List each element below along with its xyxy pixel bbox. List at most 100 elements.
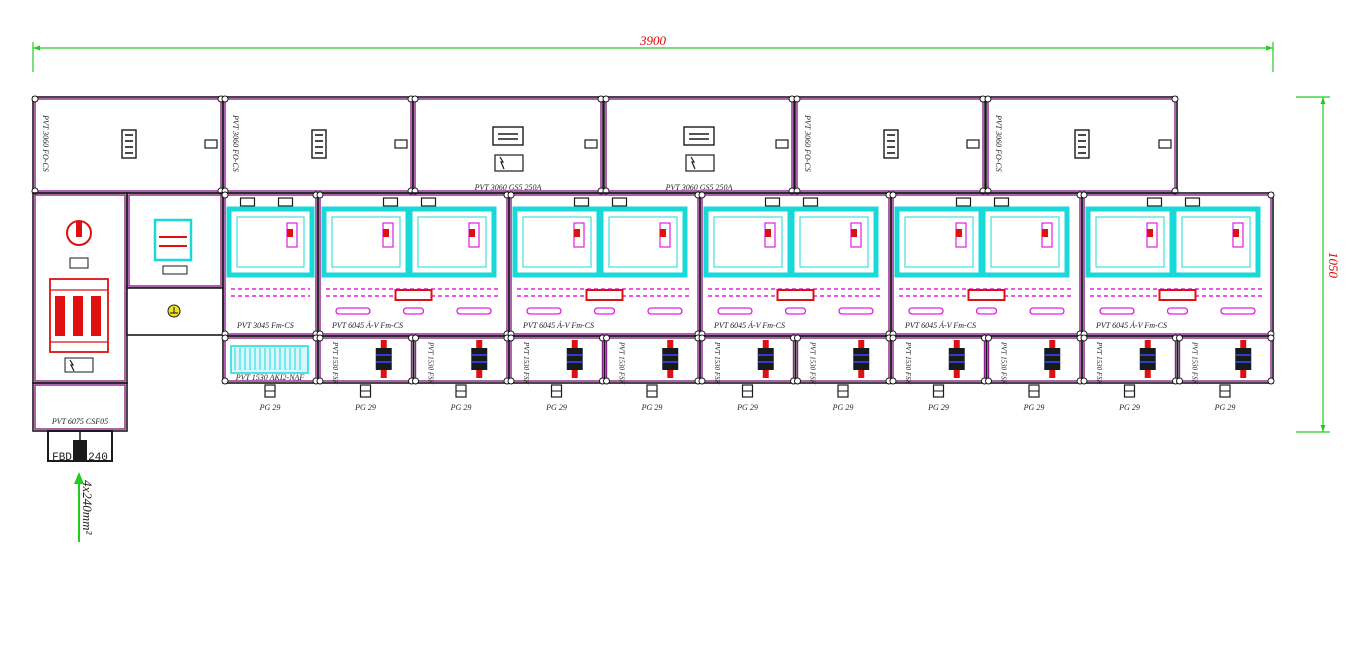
fuse-holder-icon xyxy=(1044,340,1061,378)
fuse-box-label: PVT 1530 FSK xyxy=(331,341,339,385)
fuse-holder-icon xyxy=(1235,340,1252,378)
breaker-mounting-frame xyxy=(789,206,879,278)
breaker-mounting-frame xyxy=(894,206,984,278)
cable-gland-label: PG 29 xyxy=(545,403,567,412)
cable-gland-label: PG 29 xyxy=(1023,403,1045,412)
fuse-box-enclosure: PVT 1530 FSK xyxy=(1080,334,1179,385)
fuse-box-label: PVT 1530 FSK xyxy=(904,341,912,385)
breaker-mounting-frame xyxy=(703,206,793,278)
cable-gland-label: PG 29 xyxy=(832,403,854,412)
middle-row-enclosures: PVT 3045 Fm-CS PVT 6045 Á-V Fm-CS PVT 6045… xyxy=(221,191,1275,338)
top-enclosure-label: PVT 3060 FO-CS xyxy=(231,114,240,172)
breaker-mounting-frame xyxy=(1171,206,1261,278)
cable-gland-label: PG 29 xyxy=(450,403,472,412)
fuse-box-enclosure: PVT 1530 FSK xyxy=(889,334,988,385)
cable-gland: PG 29 xyxy=(927,384,949,412)
high-voltage-warning-icon xyxy=(494,154,524,172)
breaker-mounting-frame xyxy=(1085,206,1175,278)
distribution-enclosure: PVT 6045 Á-V Fm-CS xyxy=(698,191,893,338)
fuse-box-label: PVT 1530 FSK xyxy=(713,341,721,385)
cable-glands: PG 29 PG 29 PG 29 PG 29 PG 29 PG 29 PG 29 PG 29… xyxy=(259,384,1236,412)
cable-gland-label: PG 29 xyxy=(354,403,376,412)
cable-gland-label: PG 29 xyxy=(1118,403,1140,412)
top-enclosure-label: PVT 3060 FO-CS xyxy=(41,114,50,172)
top-enclosure: PVT 3060 FO-CS xyxy=(31,95,225,195)
breaker-mounting-frame xyxy=(407,206,497,278)
incoming-cable-arrow: 4x240mm² xyxy=(74,472,95,542)
fuse-box-label: PVT 1530 FSK xyxy=(1095,341,1103,385)
fuse-holder-icon xyxy=(566,340,583,378)
incomer-label: PVT 6075 CSF05 xyxy=(51,417,108,426)
cable-gland: PG 29 xyxy=(259,384,281,412)
top-enclosure-label: PVT 3060 GS5 250A xyxy=(474,183,542,192)
fuse-holder-icon xyxy=(375,340,392,378)
fuse-box-label: PVT 1530 FSK xyxy=(427,341,435,385)
distribution-enclosure: PVT 6045 Á-V Fm-CS xyxy=(507,191,702,338)
cable-terminal: FBD 240 xyxy=(47,430,113,464)
fuse-box-label: PVT 1530 FSK xyxy=(1191,341,1199,385)
distribution-enclosure-label: PVT 6045 Á-V Fm-CS xyxy=(713,320,785,330)
terminal-enclosure-label: PVT 1530 AKI2-NAF xyxy=(235,373,305,382)
switch-disconnector-icon xyxy=(49,278,109,353)
cable-gland-label: PG 29 xyxy=(259,403,281,412)
cable-gland-label: PG 29 xyxy=(1214,403,1236,412)
bottom-row-enclosures: PVT 1530 AKI2-NAF PVT 1530 FSK PVT 1530 FS… xyxy=(221,334,1275,385)
fuse-box-enclosure: PVT 1530 FSK xyxy=(412,334,511,385)
cable-gland: PG 29 xyxy=(354,384,376,412)
fuse-box-enclosure: PVT 1530 FSK xyxy=(603,334,702,385)
fuse-box-enclosure: PVT 1530 FSK xyxy=(794,334,893,385)
top-enclosure: PVT 3060 GS5 250A xyxy=(602,95,796,195)
control-panel-icon xyxy=(883,129,899,159)
height-dimension-label: 1050 xyxy=(1326,252,1341,279)
earth-terminal-icon xyxy=(167,304,181,318)
fuse-box-enclosure: PVT 1530 FSK xyxy=(507,334,606,385)
cable-gland-label: PG 29 xyxy=(736,403,758,412)
cable-gland: PG 29 xyxy=(450,384,472,412)
cable-gland: PG 29 xyxy=(545,384,567,412)
incomer-column: PVT 6075 CSF05 FBD 240 4x240mm² xyxy=(32,192,128,542)
fuse-holder-icon xyxy=(471,340,488,378)
fuse-holder-icon xyxy=(662,340,679,378)
top-enclosure: PVT 3060 GS5 250A xyxy=(411,95,605,195)
auxiliary-column xyxy=(126,192,224,336)
breaker-mounting-frame xyxy=(980,206,1070,278)
breaker-mounting-frame xyxy=(512,206,602,278)
fuse-box-label: PVT 1530 FSK xyxy=(1000,341,1008,385)
fuse-box-label: PVT 1530 FSK xyxy=(809,341,817,385)
rotary-switch-icon xyxy=(66,220,92,246)
terminal-left-label: FBD xyxy=(52,452,72,464)
breaker-mounting-frame xyxy=(226,206,315,278)
distribution-enclosure-label: PVT 6045 Á-V Fm-CS xyxy=(1095,320,1167,330)
cable-gland: PG 29 xyxy=(1118,384,1140,412)
top-enclosure: PVT 3060 FO-CS xyxy=(793,95,987,195)
control-panel-icon xyxy=(1074,129,1090,159)
cable-gland: PG 29 xyxy=(736,384,758,412)
distribution-enclosure: PVT 3045 Fm-CS xyxy=(221,191,320,338)
top-enclosure: PVT 3060 FO-CS xyxy=(984,95,1179,195)
fuse-holder-icon xyxy=(853,340,870,378)
distribution-enclosure-label: PVT 6045 Á-V Fm-CS xyxy=(904,320,976,330)
breaker-mounting-frame xyxy=(321,206,411,278)
fuse-holder-icon xyxy=(757,340,774,378)
distribution-enclosure: PVT 6045 Á-V Fm-CS xyxy=(1080,191,1275,338)
fuse-box-label: PVT 1530 FSK xyxy=(522,341,530,385)
fuse-box-enclosure: PVT 1530 FSK xyxy=(316,334,415,385)
fuse-box-enclosure: PVT 1530 FSK xyxy=(1176,334,1275,385)
breaker-mounting-frame xyxy=(598,206,688,278)
distribution-enclosure: PVT 6045 Á-V Fm-CS xyxy=(316,191,511,338)
high-voltage-warning-icon xyxy=(64,357,94,373)
height-dimension: 1050 xyxy=(1296,96,1341,433)
surge-arrester-icon xyxy=(153,218,193,262)
high-voltage-warning-icon xyxy=(685,154,715,172)
fuse-box-enclosure: PVT 1530 FSK xyxy=(985,334,1084,385)
cable-spec-label: 4x240mm² xyxy=(80,480,95,536)
distribution-enclosure-label: PVT 3045 Fm-CS xyxy=(236,321,294,330)
width-dimension: 3900 xyxy=(32,33,1274,72)
warning-label-icon xyxy=(683,126,715,146)
terminal-right-label: 240 xyxy=(88,452,108,464)
distribution-enclosure-label: PVT 6045 Á-V Fm-CS xyxy=(522,320,594,330)
top-enclosure: PVT 3060 FO-CS xyxy=(221,95,415,195)
top-enclosure-label: PVT 3060 FO-CS xyxy=(994,114,1003,172)
